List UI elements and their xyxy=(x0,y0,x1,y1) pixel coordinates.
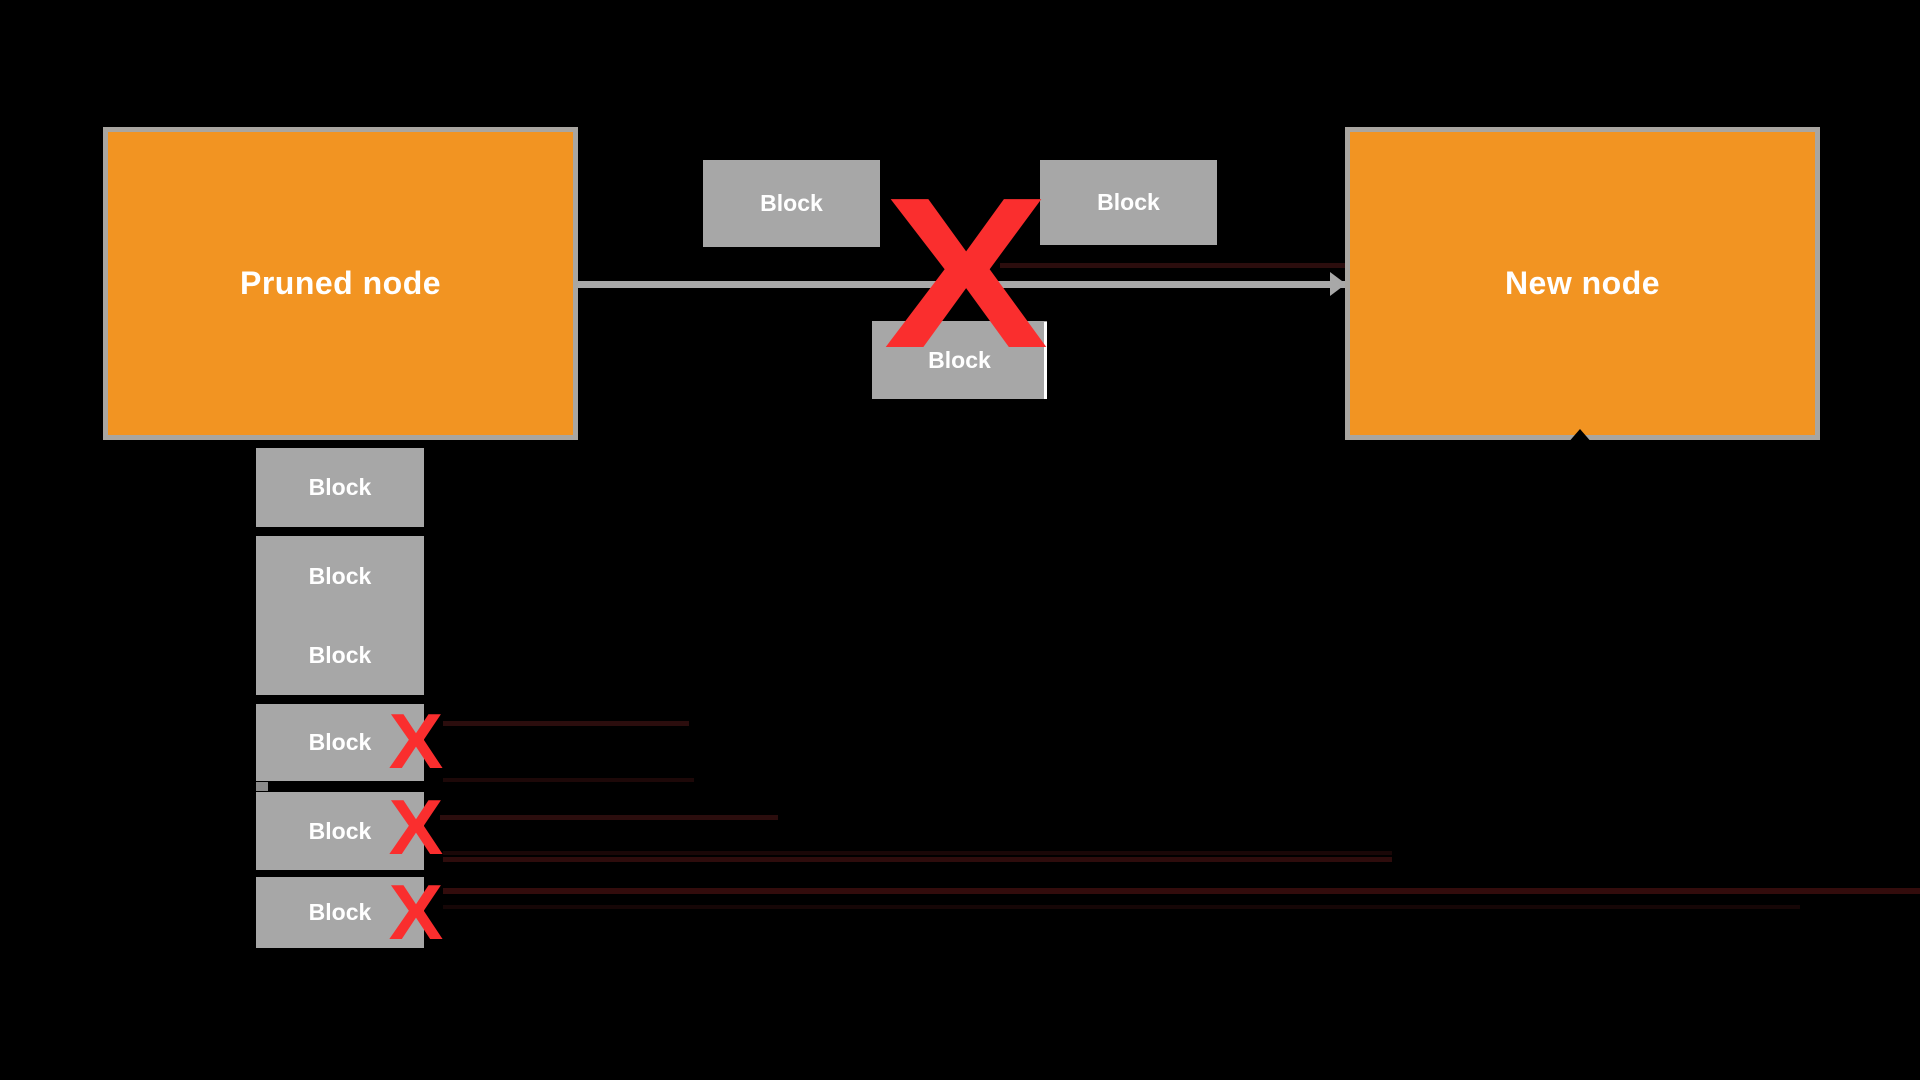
column-block-2: Block xyxy=(256,536,424,616)
chain-block-3-edge-highlight xyxy=(1044,322,1047,399)
node-pruned-label: Pruned node xyxy=(239,265,442,301)
deleted-link-line-mid xyxy=(1000,263,1345,268)
column-block-1: Block xyxy=(256,448,424,527)
column-block-4: Block xyxy=(256,704,424,781)
node-pruned: Pruned node xyxy=(103,127,578,440)
column-block-3: Block xyxy=(256,616,424,695)
deleted-link-line-4 xyxy=(443,851,1392,855)
node-new-caret-icon xyxy=(1567,429,1593,444)
deleted-link-line-6 xyxy=(443,888,1920,894)
chain-block-3: Block xyxy=(872,321,1047,399)
small-red-x-icon-2: X xyxy=(388,783,444,871)
connector-arrowhead-icon xyxy=(1330,272,1346,296)
column-block-5-label: Block xyxy=(308,817,372,844)
node-new: New node xyxy=(1345,127,1820,440)
deleted-link-line-2 xyxy=(443,778,694,782)
chain-block-1-label: Block xyxy=(760,190,823,216)
small-red-x-icon-1: X xyxy=(388,697,444,785)
column-block-5: Block xyxy=(256,792,424,870)
chain-block-2: Block xyxy=(1040,160,1217,245)
column-block-4-label: Block xyxy=(308,729,372,755)
node-new-label: New node xyxy=(1504,265,1661,301)
column-block-6-label: Block xyxy=(308,899,372,925)
big-red-x-icon: X xyxy=(883,151,1049,393)
column-block-6: Block xyxy=(256,877,424,948)
chain-block-2-label: Block xyxy=(1097,189,1160,215)
deleted-link-line-7 xyxy=(443,905,1800,909)
column-block-1-label: Block xyxy=(308,474,372,500)
deleted-link-line-1 xyxy=(443,721,689,726)
deleted-link-line-5 xyxy=(443,857,1392,862)
selection-handle-chip xyxy=(256,782,268,791)
small-red-x-icon-3: X xyxy=(388,868,444,956)
deleted-link-line-3 xyxy=(440,815,778,820)
column-block-2-label: Block xyxy=(308,562,372,589)
node-connector-line xyxy=(578,281,1345,288)
chain-block-1: Block xyxy=(703,160,880,247)
chain-block-3-label: Block xyxy=(928,346,991,373)
column-block-3-label: Block xyxy=(308,642,372,668)
